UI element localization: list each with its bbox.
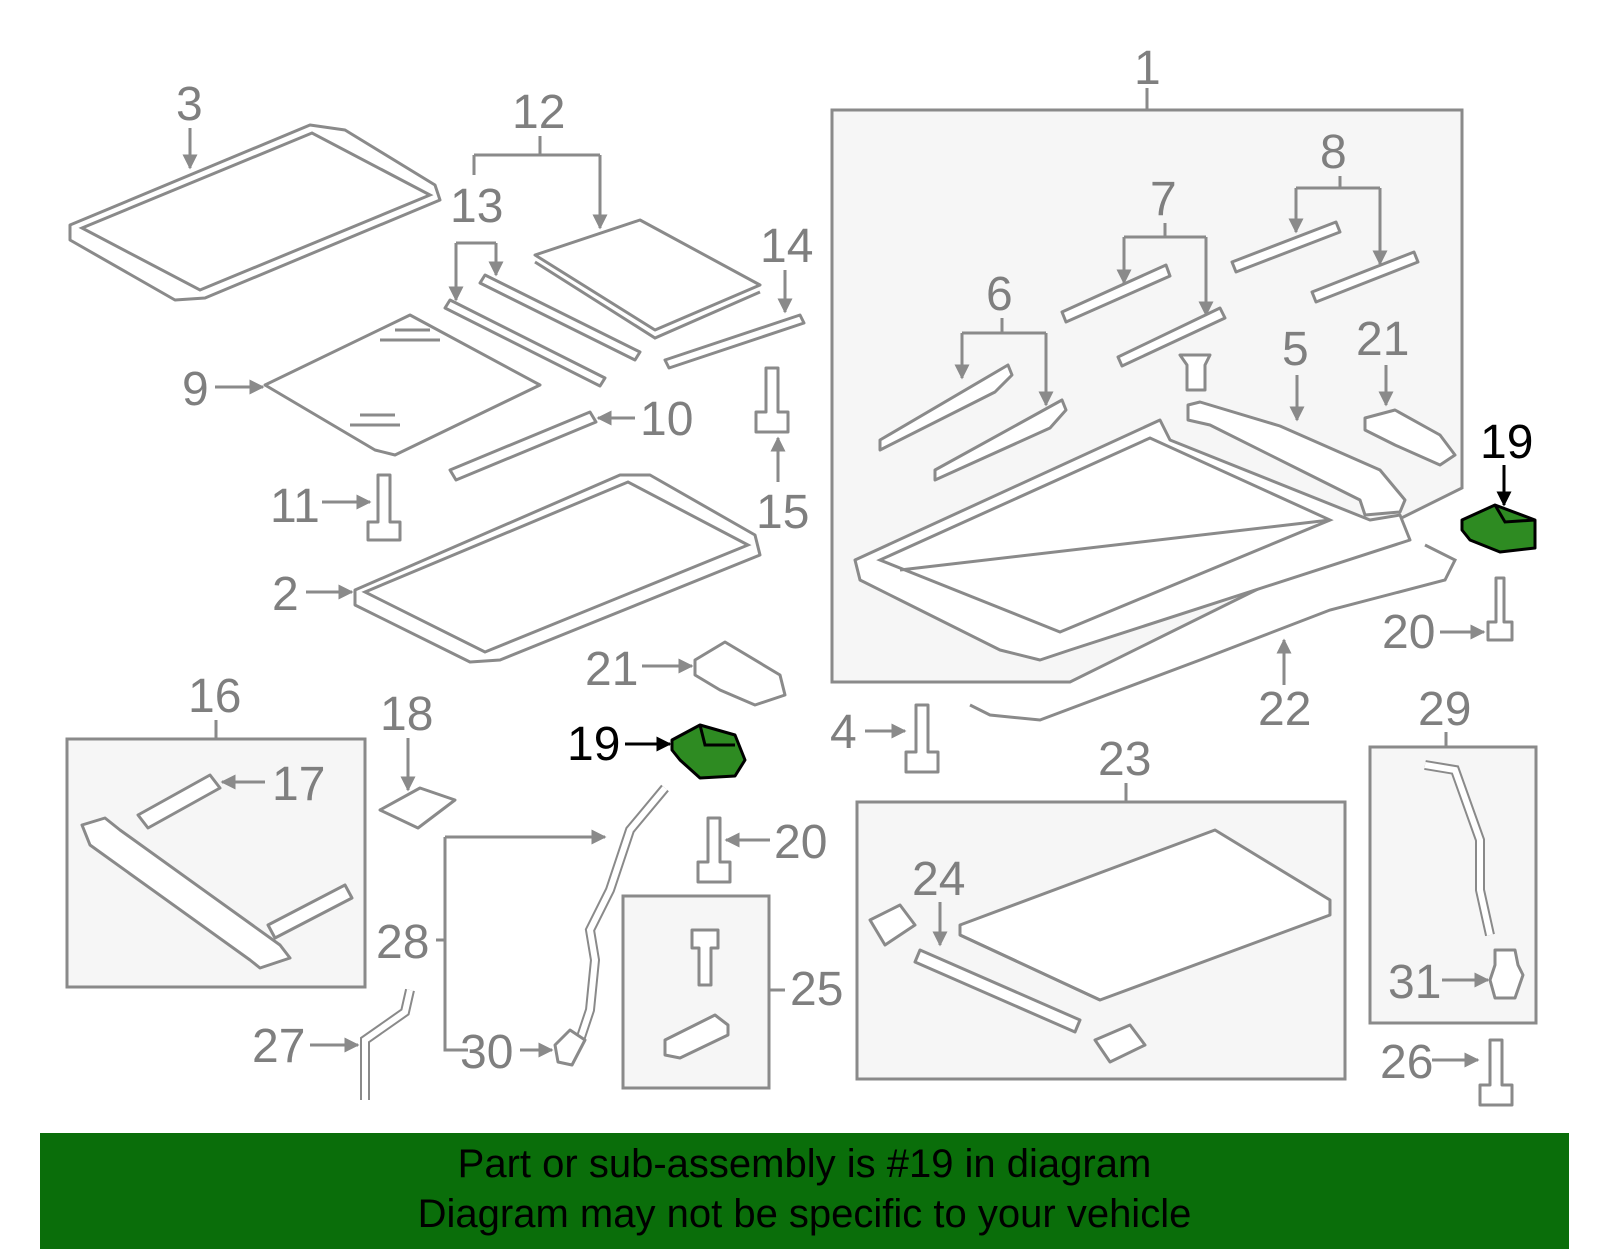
- label-20-lower: 20: [774, 816, 827, 869]
- part-19-upper: [1460, 503, 1537, 554]
- label-16: 16: [188, 670, 241, 723]
- label-11: 11: [270, 480, 320, 533]
- bolt-11: [366, 473, 402, 542]
- label-31: 31: [1388, 956, 1441, 1009]
- label-25: 25: [790, 963, 843, 1016]
- assembly-box-25: [621, 894, 771, 1090]
- strip-13b: [478, 273, 642, 362]
- end-cap-right: [1093, 1023, 1147, 1064]
- glass-panel-9: [263, 313, 542, 457]
- label-18: 18: [380, 688, 433, 741]
- part-21-upper: [1363, 408, 1457, 467]
- label-19-upper: 19: [1480, 416, 1533, 469]
- label-23: 23: [1098, 733, 1151, 786]
- label-5: 5: [1282, 323, 1309, 376]
- label-3: 3: [176, 78, 203, 131]
- label-9: 9: [182, 363, 209, 416]
- label-15: 15: [756, 486, 809, 539]
- seal-2: [353, 473, 762, 664]
- part-6: [878, 363, 1068, 482]
- label-1: 1: [1134, 42, 1161, 95]
- label-12: 12: [512, 86, 565, 139]
- label-13: 13: [450, 180, 503, 233]
- bolt-20-lower: [696, 816, 732, 884]
- label-21-lower: 21: [585, 643, 638, 696]
- end-cap-left: [868, 903, 917, 947]
- label-2: 2: [272, 568, 299, 621]
- label-17: 17: [272, 758, 325, 811]
- trim-bar-24: [913, 948, 1082, 1034]
- part-16-bracket: [80, 816, 292, 970]
- fastener-icon: [1178, 353, 1212, 392]
- part-19-lower: [670, 723, 747, 780]
- bolt-15: [754, 366, 790, 434]
- part-8: [1230, 220, 1420, 304]
- label-24: 24: [912, 853, 965, 906]
- banner-line-1: Part or sub-assembly is #19 in diagram: [457, 1142, 1152, 1186]
- part-21-lower: [693, 640, 787, 707]
- strip-14: [663, 313, 806, 370]
- label-30: 30: [460, 1026, 513, 1079]
- banner-line-2: Diagram may not be specific to your vehi…: [417, 1192, 1192, 1236]
- sunshade-panel-12: [533, 218, 762, 332]
- sunroof-frame: [853, 418, 1412, 662]
- label-19-lower: 19: [567, 718, 620, 771]
- glass-panel-3: [68, 123, 442, 302]
- label-26: 26: [1380, 1036, 1433, 1089]
- valve-31: [1488, 948, 1525, 1000]
- drain-cable-22: [969, 543, 1458, 722]
- info-banner: Part or sub-assembly is #19 in diagram D…: [40, 1133, 1569, 1249]
- label-28: 28: [376, 916, 429, 969]
- label-7: 7: [1150, 173, 1177, 226]
- part-5: [1186, 400, 1407, 517]
- label-29: 29: [1418, 683, 1471, 736]
- label-10: 10: [640, 393, 693, 446]
- bolt-25: [690, 928, 720, 987]
- label-22: 22: [1258, 683, 1311, 736]
- rod-17: [136, 773, 222, 830]
- label-8: 8: [1320, 126, 1347, 179]
- label-14: 14: [760, 220, 813, 273]
- label-27: 27: [252, 1020, 305, 1073]
- label-21-upper: 21: [1356, 313, 1409, 366]
- strip-13a: [443, 298, 607, 388]
- label-20-right: 20: [1382, 606, 1435, 659]
- bolt-20-right: [1486, 576, 1514, 642]
- clip-18: [378, 786, 457, 830]
- grommet-30: [553, 1028, 587, 1067]
- clip-25: [663, 1013, 730, 1060]
- bolt-4: [904, 703, 940, 774]
- bolt-26: [1478, 1038, 1514, 1107]
- strip-10: [448, 410, 598, 482]
- label-4: 4: [830, 706, 857, 759]
- rod-lower: [266, 883, 354, 940]
- label-6: 6: [986, 268, 1013, 321]
